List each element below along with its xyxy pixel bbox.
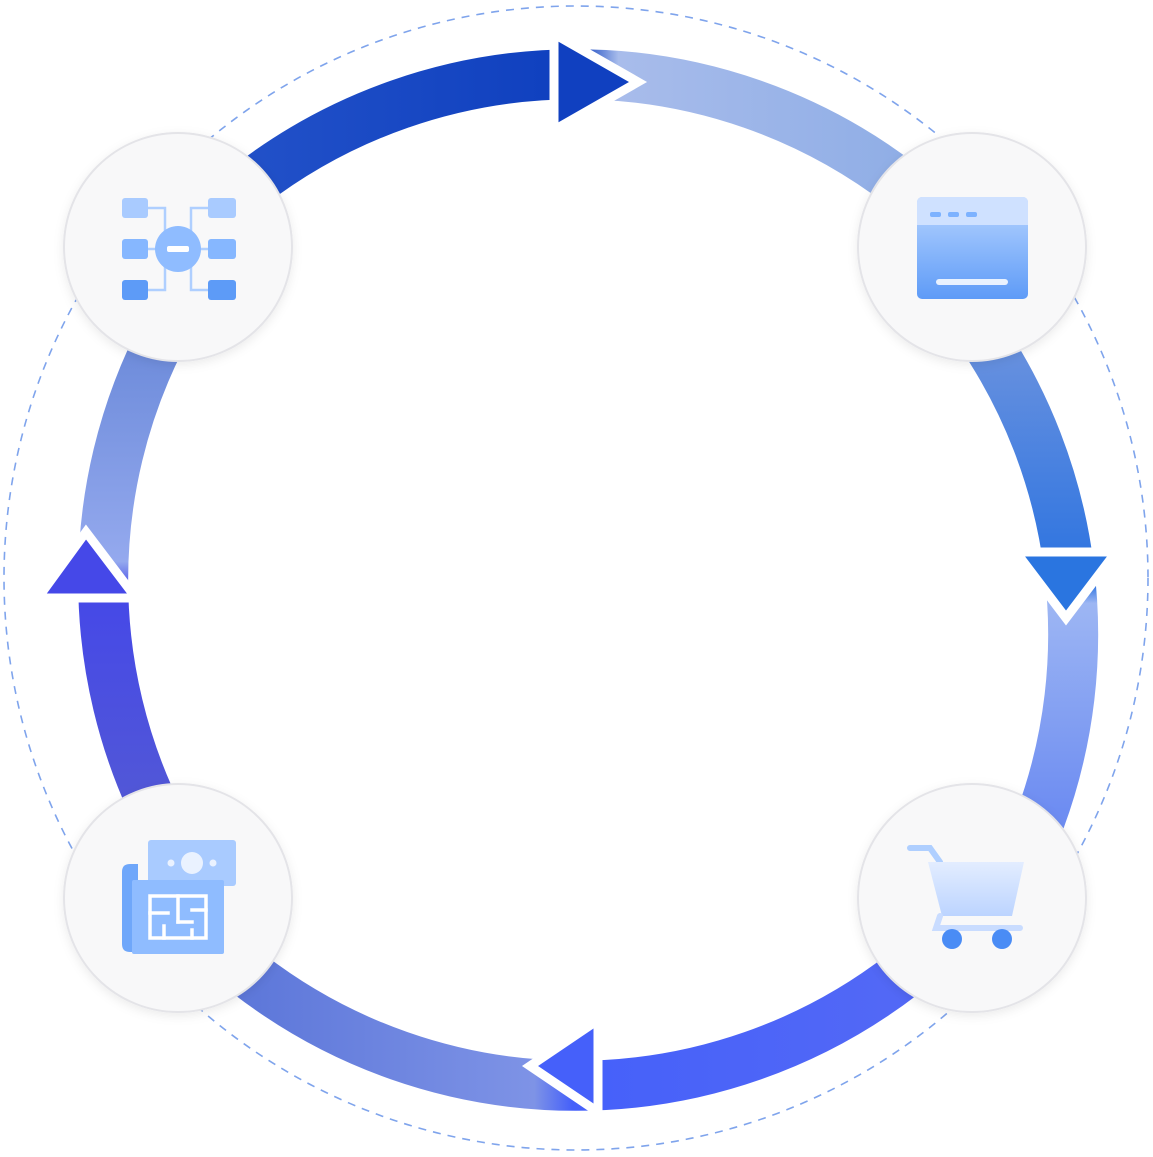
shopping-cart-icon (907, 845, 1024, 949)
node-top-right (857, 132, 1087, 362)
arrowhead-top (549, 26, 648, 138)
node-bottom-left (63, 783, 293, 1013)
arrowhead-left (29, 524, 146, 603)
node-bottom-right (857, 783, 1087, 1013)
arrowhead-bottom (521, 1011, 603, 1121)
arrowhead-right (1006, 547, 1126, 626)
browser-window-icon (917, 197, 1028, 299)
outer-dashed-ring (3, 5, 1149, 1151)
network-hub-icon (122, 198, 236, 300)
node-top-left (63, 132, 293, 362)
blueprint-money-icon (122, 840, 236, 954)
arrowheads (29, 26, 1126, 1121)
